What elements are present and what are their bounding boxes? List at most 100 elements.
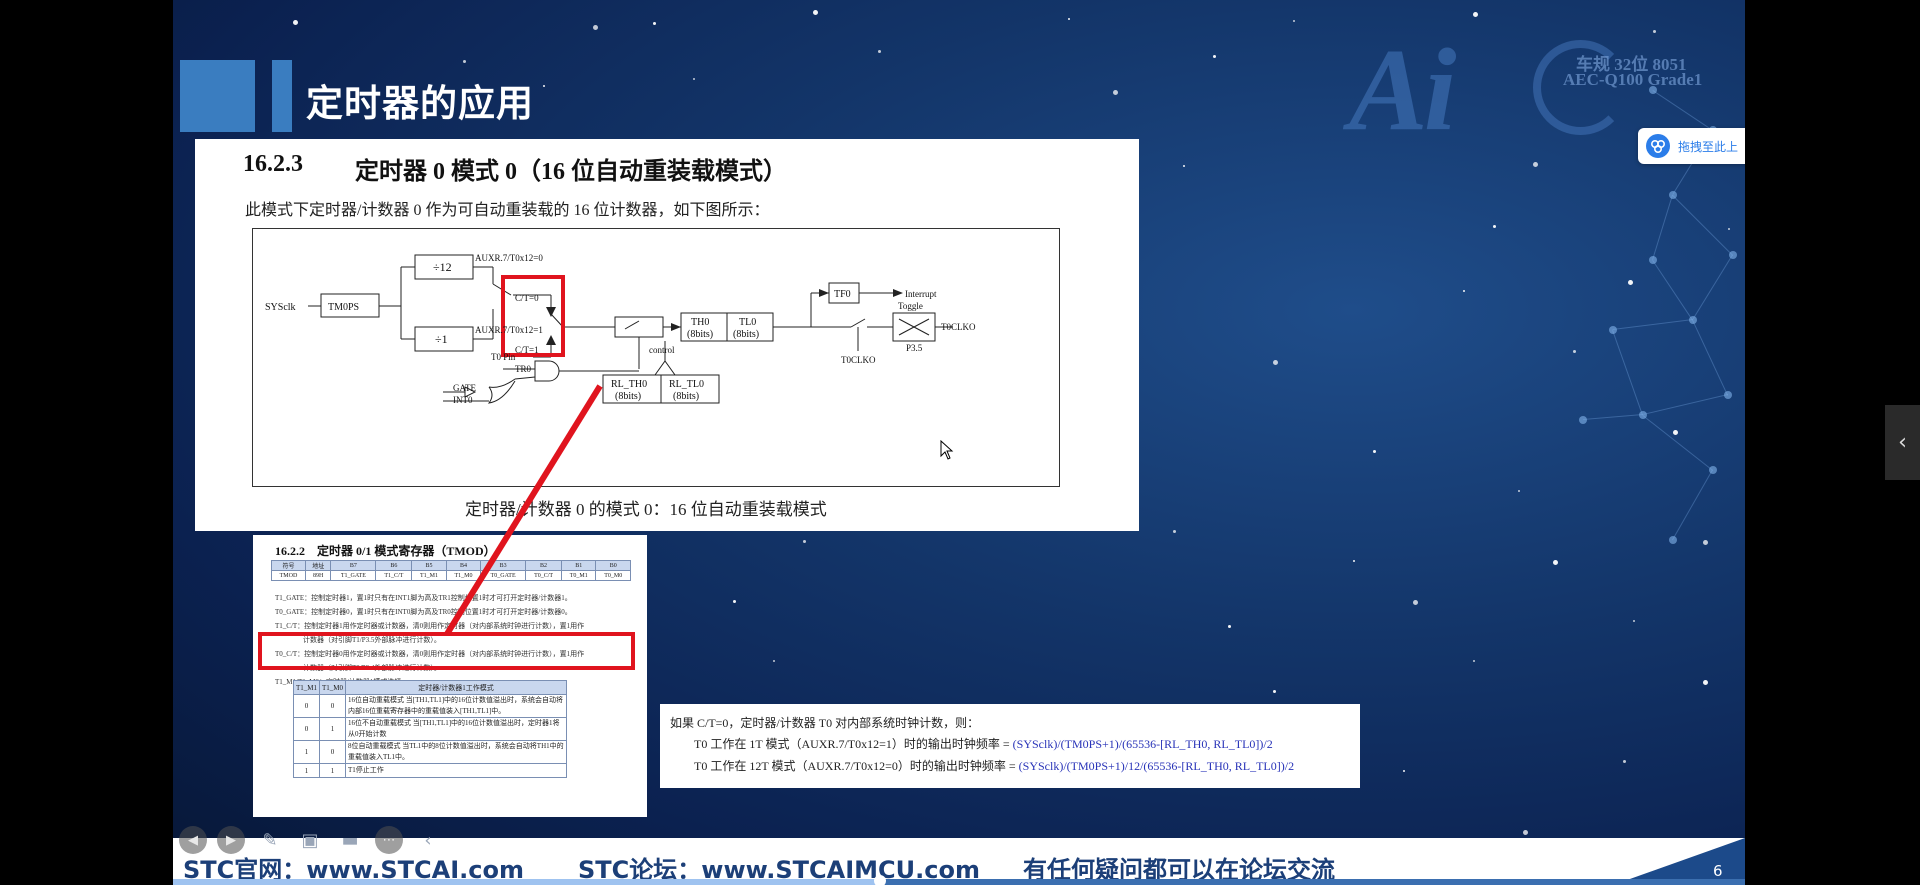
logo-swirl-icon <box>1533 40 1628 135</box>
star <box>1703 680 1708 685</box>
network-node <box>1669 536 1677 544</box>
tmod-value-cell: 89H <box>304 570 332 581</box>
star <box>1213 55 1216 58</box>
drag-here-button[interactable]: 拖拽至此上 <box>1638 128 1745 164</box>
formula-box: 如果 C/T=0，定时器/计数器 T0 对内部系统时钟计数，则： T0 工作在 … <box>660 704 1360 788</box>
next-icon[interactable]: ▶ <box>217 826 245 854</box>
section-description: 此模式下定时器/计数器 0 作为可自动重装载的 16 位计数器，如下图所示： <box>245 202 770 219</box>
slide: 定时器的应用 Ai 车规 32位 8051 AEC-Q100 Grade1 拖拽… <box>173 0 1745 885</box>
slide-progress-handle[interactable] <box>874 875 887 885</box>
star <box>463 60 466 63</box>
diag-div12: ÷12 <box>433 260 452 274</box>
side-panel-toggle[interactable]: ‹ <box>1885 405 1920 480</box>
star <box>1373 450 1376 453</box>
formula-1t: T0 工作在 1T 模式（AUXR.7/T0x12=1）时的输出时钟频率 = (… <box>694 735 1273 752</box>
pen-icon[interactable]: ✎ <box>262 829 278 851</box>
star <box>1473 12 1478 17</box>
section-number: 16.2.3 <box>243 151 303 177</box>
diag-p35: P3.5 <box>906 343 923 353</box>
diag-ct1: C/T=1 <box>515 345 539 355</box>
star <box>1653 30 1656 33</box>
star <box>653 22 656 25</box>
tmod-bit-line: T1_C/T：控制定时器1用作定时器或计数器，清0则用作定时器（对内部系统时钟进… <box>275 622 585 630</box>
formula-12t-value: (SYSclk)/(TM0PS+1)/12/(65536-[RL_TH0, RL… <box>1018 759 1295 773</box>
diag-tm0ps: TM0PS <box>328 302 359 313</box>
diagram-caption: 定时器/计数器 0 的模式 0：16 位自动重装载模式 <box>465 500 827 519</box>
network-node <box>1609 326 1617 334</box>
tmod-bit-line: T0_GATE：控制定时器0，置1时只有在INT0脚为高及TR0控制位置1时才可… <box>275 608 572 616</box>
chevron-left-icon: ‹ <box>1898 430 1907 455</box>
star <box>1473 660 1475 662</box>
mode-table-cell: 1 <box>319 763 346 778</box>
tmod-bit-line: T1_GATE：控制定时器1，置1时只有在INT1脚为高及TR1控制位置1时才可… <box>275 594 572 602</box>
mode-table-cell: T1停止工作 <box>345 763 567 778</box>
cloud-upload-icon <box>1646 134 1670 158</box>
star <box>1113 90 1118 95</box>
diag-toggle: Toggle <box>898 301 923 311</box>
star <box>803 540 806 543</box>
star <box>1413 600 1418 605</box>
formula-1t-label: T0 工作在 1T 模式（AUXR.7/T0x12=1）时的输出时钟频率 = <box>694 737 1010 751</box>
rl-tl0-box <box>660 374 720 404</box>
diag-t0pin: T0 Pin <box>491 352 516 362</box>
datasheet-excerpt-mode0: 16.2.3 定时器 0 模式 0（16 位自动重装载模式） 此模式下定时器/计… <box>195 139 1139 531</box>
star <box>693 78 695 80</box>
diag-t0clko-out: T0CLKO <box>941 322 976 332</box>
star <box>1523 830 1528 835</box>
star <box>1228 625 1231 628</box>
star <box>543 85 545 87</box>
star <box>1703 540 1708 545</box>
star <box>878 50 881 53</box>
star <box>1728 228 1730 230</box>
diag-sysclk: SYSclk <box>265 302 296 313</box>
diag-th0: TH0 <box>691 317 709 328</box>
network-node <box>1729 251 1737 259</box>
collapse-icon[interactable]: ‹ <box>424 829 432 851</box>
network-node <box>1649 86 1657 94</box>
mode-table-cell: 16位自动重载模式 当[TH1,TL1]中的16位计数值溢出时，系统会自动将内部… <box>345 694 567 718</box>
screenshot-icon[interactable]: ▣ <box>301 829 319 851</box>
network-node <box>1669 191 1677 199</box>
star <box>1183 165 1185 167</box>
star <box>1633 620 1635 622</box>
network-node <box>1649 256 1657 264</box>
diag-gate: GATE <box>453 383 476 393</box>
mode-header-cell: T1_M0 <box>319 680 346 695</box>
star <box>1673 430 1678 435</box>
title-block-large <box>180 60 255 132</box>
title-block-small <box>272 60 292 132</box>
tmod-section-title: 16.2.2 定时器 0/1 模式寄存器（TMOD） <box>275 544 496 558</box>
prev-icon[interactable]: ◀ <box>179 826 207 854</box>
page-number: 6 <box>1713 862 1723 880</box>
star <box>1573 350 1576 353</box>
star <box>1553 560 1558 565</box>
more-icon[interactable]: ⋯ <box>375 826 403 854</box>
diag-div1: ÷1 <box>435 332 448 346</box>
formula-intro: 如果 C/T=0，定时器/计数器 T0 对内部系统时钟计数，则： <box>670 716 980 730</box>
footer-bar <box>173 838 1745 885</box>
mode-header-cell: T1_M1 <box>293 680 320 695</box>
page-title: 定时器的应用 <box>306 82 534 125</box>
diag-auxr-1: AUXR.7/T0x12=1 <box>475 325 543 335</box>
camera-icon[interactable]: ▬ <box>341 829 359 851</box>
mouse-cursor-icon <box>940 440 954 460</box>
slide-progress-track[interactable] <box>173 879 1745 885</box>
diag-rl-tl0: RL_TL0 <box>669 379 704 390</box>
timer-block-diagram: SYSclk TM0PS ÷12 ÷1 AUXR.7/T0x12=0 AUXR.… <box>265 253 976 405</box>
mode-table-cell: 0 <box>319 740 346 764</box>
star <box>1463 290 1465 292</box>
network-node <box>1579 416 1587 424</box>
star <box>293 20 298 25</box>
diag-tf0: TF0 <box>834 289 851 300</box>
tmod-bit-line: 计数器（对引脚T1/P3.5外部脉冲进行计数）。 <box>275 636 441 644</box>
formula-12t: T0 工作在 12T 模式（AUXR.7/T0x12=0）时的输出时钟频率 = … <box>694 757 1294 774</box>
highlight-connector <box>444 384 603 636</box>
